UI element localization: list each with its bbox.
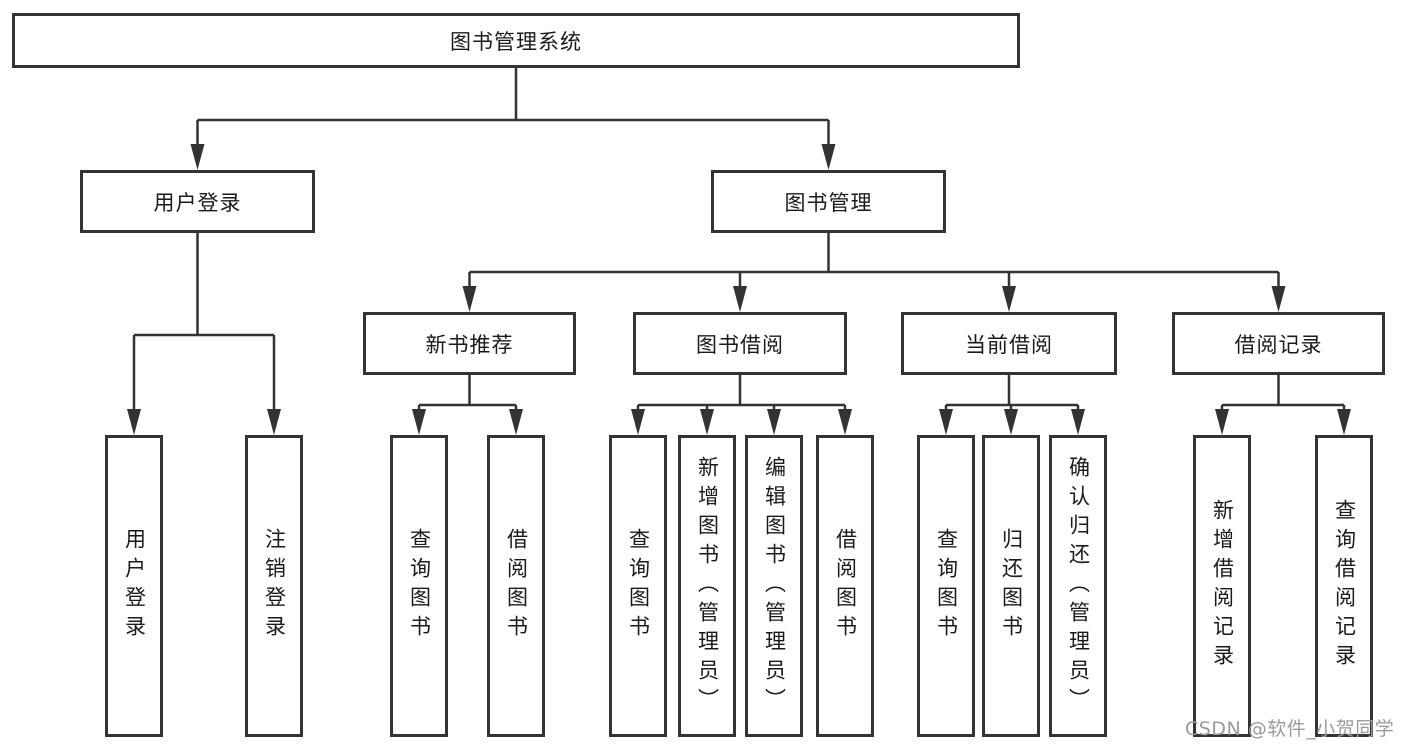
node-current-borrowing: 当前借阅	[901, 312, 1117, 375]
leaf-cb-query-books-label: 查询图书	[934, 528, 959, 644]
node-borrowing-records: 借阅记录	[1172, 312, 1385, 375]
leaf-cb-return-books-label: 归还图书	[999, 528, 1024, 644]
node-new-book-recommend-label: 新书推荐	[425, 332, 514, 357]
leaf-cb-query-books: 查询图书	[917, 435, 975, 737]
node-user-login-label: 用户登录	[153, 190, 242, 215]
leaf-cb-confirm-return-admin-label: 确认归还（管理员）	[1066, 455, 1091, 717]
leaf-bb-query-books: 查询图书	[609, 435, 667, 737]
leaf-bb-add-books-admin-label: 新增图书（管理员）	[695, 455, 720, 717]
leaf-bb-borrow-books-label: 借阅图书	[833, 528, 858, 644]
leaf-br-query-record: 查询借阅记录	[1315, 435, 1373, 737]
leaf-cb-return-books: 归还图书	[982, 435, 1040, 737]
leaf-bb-query-books-label: 查询图书	[626, 528, 651, 644]
leaf-user-login-label: 用户登录	[122, 528, 147, 644]
leaf-cb-confirm-return-admin: 确认归还（管理员）	[1049, 435, 1107, 737]
node-borrowing-records-label: 借阅记录	[1234, 332, 1323, 357]
leaf-bb-borrow-books: 借阅图书	[816, 435, 874, 737]
leaf-bb-edit-books-admin: 编辑图书（管理员）	[745, 435, 803, 737]
node-current-borrowing-label: 当前借阅	[965, 332, 1053, 357]
leaf-nbr-borrow-books: 借阅图书	[487, 435, 545, 737]
node-root-system-label: 图书管理系统	[450, 29, 582, 54]
node-book-management: 图书管理	[711, 170, 946, 233]
leaf-br-add-record: 新增借阅记录	[1193, 435, 1251, 737]
leaf-bb-edit-books-admin-label: 编辑图书（管理员）	[762, 455, 787, 717]
leaf-logout: 注销登录	[245, 435, 303, 737]
leaf-br-query-record-label: 查询借阅记录	[1332, 499, 1357, 673]
node-new-book-recommend: 新书推荐	[363, 312, 576, 375]
leaf-nbr-query-books: 查询图书	[390, 435, 448, 737]
node-book-borrowing-label: 图书借阅	[696, 332, 784, 357]
node-root-system: 图书管理系统	[12, 13, 1020, 68]
leaf-br-add-record-label: 新增借阅记录	[1210, 499, 1235, 673]
leaf-logout-label: 注销登录	[262, 528, 287, 644]
csdn-watermark: CSDN @软件_小贺同学	[1185, 718, 1395, 740]
leaf-nbr-borrow-books-label: 借阅图书	[504, 528, 529, 644]
node-user-login: 用户登录	[80, 170, 315, 233]
leaf-user-login: 用户登录	[105, 435, 163, 737]
node-book-management-label: 图书管理	[784, 190, 873, 215]
leaf-bb-add-books-admin: 新增图书（管理员）	[678, 435, 736, 737]
leaf-nbr-query-books-label: 查询图书	[407, 528, 432, 644]
node-book-borrowing: 图书借阅	[633, 312, 847, 375]
